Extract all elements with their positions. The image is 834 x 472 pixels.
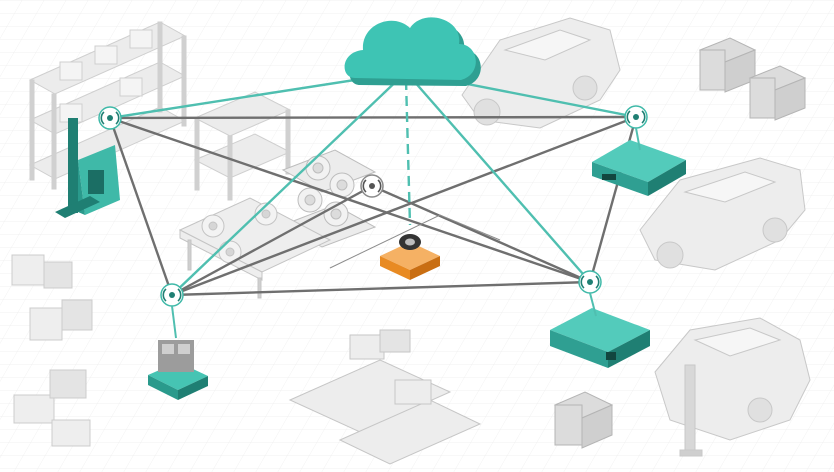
robot-route bbox=[329, 214, 501, 269]
parts-bins-rack bbox=[288, 329, 482, 465]
forklift-icon bbox=[55, 118, 120, 218]
mobile-robot-right-bottom bbox=[550, 308, 650, 368]
car-body-bottom bbox=[654, 317, 811, 457]
car-body-middle bbox=[639, 157, 806, 271]
car-body-top bbox=[461, 17, 621, 129]
mobile-robot-left bbox=[148, 340, 208, 400]
device-drop-lines bbox=[171, 127, 641, 339]
drawer-cabinet-bottom bbox=[553, 391, 614, 449]
storage-shelving-center bbox=[193, 91, 292, 201]
stacked-boxes-left bbox=[11, 254, 93, 447]
tire-carrier-robot-icon bbox=[380, 234, 440, 280]
wireless-signal-icon bbox=[578, 270, 602, 294]
drawer-cabinets bbox=[698, 37, 807, 121]
cloud-icon bbox=[344, 17, 481, 87]
gray-connection-lines bbox=[108, 115, 638, 297]
mobile-robot-right-top bbox=[592, 140, 686, 196]
wireless-signal-icon bbox=[360, 174, 384, 198]
wireless-signal-icon bbox=[98, 106, 122, 130]
wireless-signal-icon bbox=[160, 283, 184, 307]
wireless-signal-icon bbox=[624, 105, 648, 129]
